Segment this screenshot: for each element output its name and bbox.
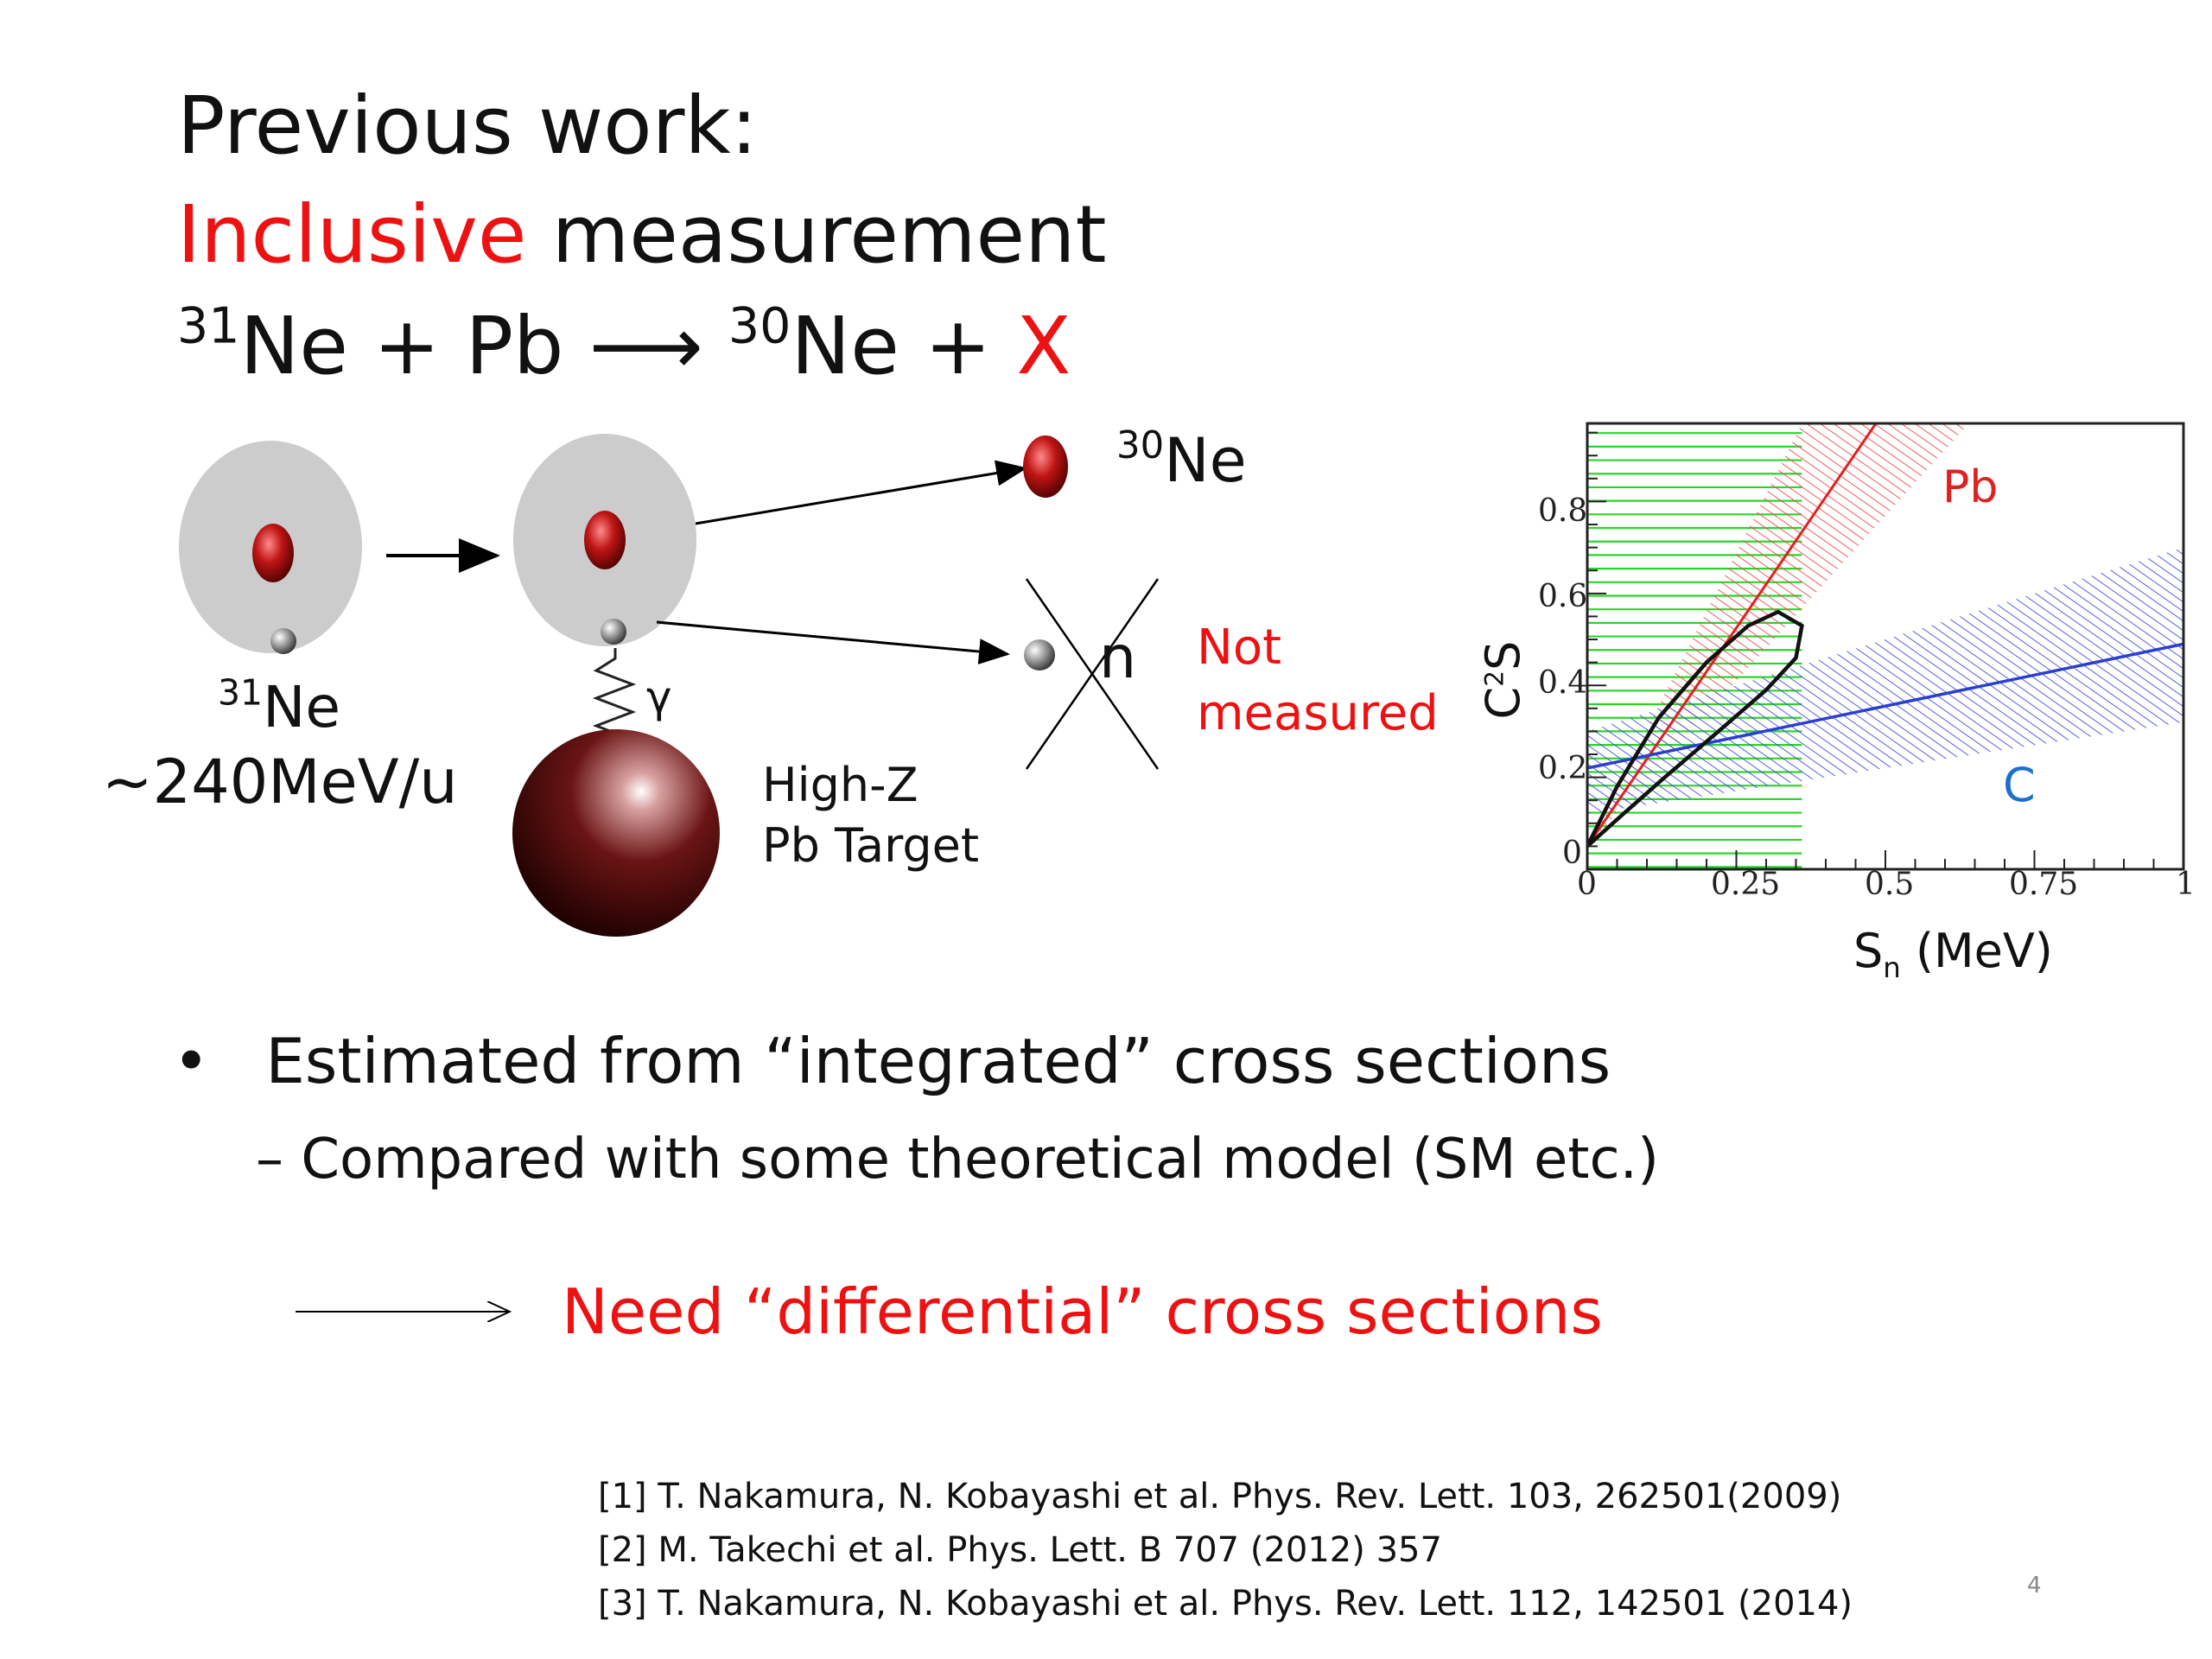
subtitle: Inclusive measurement: [177, 195, 1107, 275]
pb-series-line: [1587, 423, 1878, 848]
x-tick-025: 0.25: [1711, 867, 1781, 902]
legend-c: C: [2003, 758, 2036, 812]
reaction-arrow: ⟶: [588, 300, 703, 392]
neutron-arrow: [656, 620, 1010, 664]
target-label-line-2: Pb Target: [762, 818, 980, 873]
y-tick-04: 0.4: [1538, 665, 1588, 701]
x-tick-05: 0.5: [1865, 867, 1915, 902]
x-axis-label: Sn (MeV): [1853, 928, 2053, 982]
y-tick-08: 0.8: [1538, 493, 1588, 529]
slide-title: Previous work:: [177, 86, 758, 166]
reference-3: [3] T. Nakamura, N. Kobayashi et al. Phy…: [598, 1584, 1853, 1624]
allowed-region-contour: [1587, 609, 1804, 849]
projectile-mass: 31: [218, 671, 264, 714]
bullet-sub: – Compared with some theoretical model (…: [256, 1128, 1659, 1192]
fragment-label: 30Ne: [1116, 427, 1247, 491]
c-uncertainty-band: [1587, 547, 2183, 815]
x-label-sub: n: [1883, 950, 1901, 984]
page-number: 4: [2027, 1573, 2042, 1599]
measurement-text: measurement: [526, 188, 1107, 281]
projectile-name: Ne: [263, 674, 341, 741]
reaction-right: Ne +: [791, 300, 1017, 392]
y-tick-02: 0.2: [1538, 751, 1588, 786]
y-label-c: C: [1476, 686, 1530, 720]
bullet-main: • Estimated from “integrated” cross sect…: [173, 1030, 1611, 1092]
mass-number-30: 30: [728, 297, 791, 355]
pb-target-sphere: [512, 729, 720, 937]
x-tick-075: 0.75: [2009, 867, 2079, 902]
x-axis-ticks: [1586, 850, 2184, 869]
fragment-name: Ne: [1164, 425, 1247, 496]
c-series-line: [1587, 642, 2183, 770]
bullet-main-text: Estimated from “integrated” cross sectio…: [265, 1025, 1611, 1097]
inclusive-highlight: Inclusive: [177, 188, 527, 281]
not-measured-line-2: measured: [1197, 685, 1439, 741]
projectile-label: 31Ne: [218, 675, 340, 736]
fragment-mass: 30: [1116, 424, 1165, 468]
mass-number-31: 31: [177, 297, 240, 355]
neutron-label: n: [1099, 624, 1137, 692]
pb-uncertainty-band: [1587, 423, 1969, 847]
c2s-vs-sn-chart: [1586, 422, 2185, 871]
y-tick-0: 0: [1562, 836, 1582, 871]
legend-pb: Pb: [1942, 461, 1999, 513]
x-tick-0: 0: [1577, 867, 1597, 902]
y-axis-ticks: [1587, 431, 1606, 870]
reaction-equation: 31Ne + Pb ⟶ 30Ne + X: [177, 302, 1071, 386]
not-measured-line-1: Not: [1197, 620, 1282, 676]
bullet-dot: •: [173, 1025, 210, 1097]
beam-energy: ~240MeV/u: [102, 747, 458, 817]
reference-2: [2] M. Takechi et al. Phys. Lett. B 707 …: [598, 1530, 1442, 1570]
halo-nucleus-31ne: [179, 441, 362, 654]
reference-1: [1] T. Nakamura, N. Kobayashi et al. Phy…: [598, 1477, 1842, 1516]
x-tick-1: 1: [2176, 867, 2196, 902]
y-tick-06: 0.6: [1538, 579, 1588, 614]
reaction-left: Ne + Pb: [239, 300, 589, 392]
need-differential: Need “differential” cross sections: [562, 1275, 1603, 1348]
neutron-particle: [1024, 639, 1055, 671]
fragment-arrow: [695, 460, 1027, 525]
reaction-x: X: [1016, 300, 1071, 392]
x-label-unit: (MeV): [1900, 924, 2053, 978]
halo-nucleus-at-target: [513, 434, 696, 646]
y-label-sup: 2: [1479, 670, 1510, 687]
x-label-s: S: [1853, 924, 1884, 978]
y-label-s: S: [1476, 640, 1530, 671]
target-label-line-1: High-Z: [762, 758, 918, 812]
y-axis-label: C2S: [1476, 628, 1530, 732]
title-line-1: Previous work:: [177, 79, 758, 172]
gamma-label: γ: [646, 672, 672, 722]
cross-line-2: [1025, 578, 1160, 770]
fragment-30ne: [1023, 435, 1068, 498]
